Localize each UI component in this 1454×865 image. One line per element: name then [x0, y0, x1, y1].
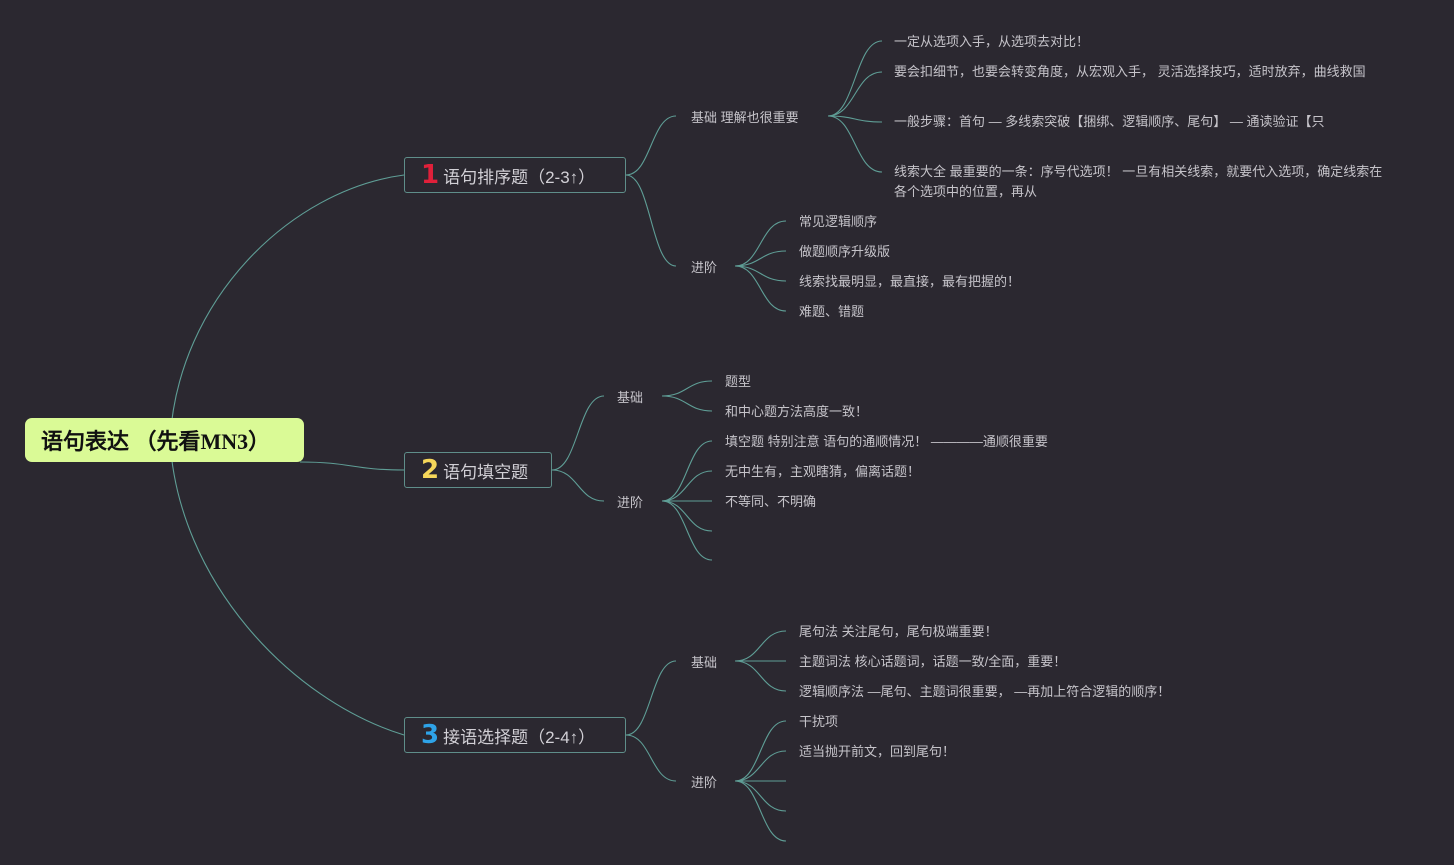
connector-line — [625, 660, 677, 736]
branch-title: 语句排序题（2-3↑） — [443, 167, 596, 187]
connector-line — [551, 469, 605, 502]
leaf-node[interactable]: 无中生有，主观瞎猜，偏离话题！ — [725, 464, 921, 479]
leaf-node[interactable]: 线索大全 最重要的一条：序号代选项！ 一旦有相关线索，就要代入选项，确定线索在各… — [894, 164, 1383, 199]
connector-line — [625, 174, 677, 267]
leaf-node[interactable]: 和中心题方法高度一致！ — [725, 404, 869, 419]
connector-line — [169, 439, 405, 736]
connector-line — [661, 500, 713, 532]
leaf-node[interactable]: 线索找最明显，最直接，最有把握的！ — [799, 274, 1021, 289]
group-label-advanced[interactable]: 进阶 — [617, 495, 644, 510]
number-3-icon: 3 — [421, 720, 440, 750]
group-label-basic[interactable]: 基础 理解也很重要 — [691, 110, 799, 125]
connector-line — [661, 440, 713, 502]
connector-line — [299, 461, 405, 471]
connector-line — [827, 115, 883, 173]
leaf-node[interactable]: 难题、错题 — [799, 304, 865, 319]
connector-line — [827, 115, 883, 123]
branch-node-sentence-fill-in[interactable]: 2 语句填空题 — [404, 452, 552, 488]
connector-line — [661, 380, 713, 397]
leaf-node[interactable]: 干扰项 — [799, 714, 839, 729]
connector-line — [734, 250, 787, 267]
connector-line — [734, 780, 787, 812]
connector-line — [734, 265, 787, 282]
leaf-node[interactable]: 填空题 特别注意 语句的通顺情况！ ————通顺很重要 — [725, 434, 1048, 449]
leaf-node[interactable]: 题型 — [725, 374, 752, 389]
connector-line — [625, 115, 677, 176]
connector-line — [734, 720, 787, 782]
leaf-node[interactable]: 常见逻辑顺序 — [799, 214, 878, 229]
branch-title: 语句填空题 — [443, 462, 529, 482]
connector-line — [661, 395, 713, 412]
group-label-advanced[interactable]: 进阶 — [691, 260, 718, 275]
leaf-node[interactable]: 不等同、不明确 — [725, 494, 817, 509]
leaf-node[interactable]: 适当抛开前文，回到尾句！ — [799, 744, 956, 759]
group-label-advanced[interactable]: 进阶 — [691, 775, 718, 790]
connector-line — [734, 750, 787, 782]
branch-title: 接语选择题（2-4↑） — [443, 727, 596, 747]
root-title: 语句表达 （先看MN3） — [41, 429, 271, 454]
connector-line — [661, 500, 713, 561]
leaf-node[interactable]: 要会扣细节，也要会转变角度，从宏观入手， 灵活选择技巧，适时放弃，曲线救国 — [894, 64, 1366, 79]
connector-line — [734, 220, 787, 267]
leaf-node[interactable]: 一般步骤：首句 — 多线索突破【捆绑、逻辑顺序、尾句】 — 通读验证【只 — [894, 114, 1325, 129]
connector-line — [827, 71, 883, 117]
connector-line — [734, 265, 787, 312]
leaf-node[interactable]: 一定从选项入手，从选项去对比！ — [894, 34, 1090, 49]
connector-line — [734, 780, 787, 842]
connector-line — [734, 660, 787, 692]
leaf-node[interactable]: 做题顺序升级版 — [799, 244, 891, 259]
connector-line — [169, 174, 405, 441]
root-node[interactable]: 语句表达 （先看MN3） — [25, 418, 304, 462]
number-1-icon: 1 — [421, 160, 440, 190]
branch-node-continuation-choice[interactable]: 3 接语选择题（2-4↑） — [404, 717, 626, 753]
leaf-node[interactable]: 尾句法 关注尾句，尾句极端重要！ — [799, 624, 998, 639]
connector-line — [625, 734, 677, 782]
connector-line — [661, 470, 713, 502]
group-label-basic[interactable]: 基础 — [617, 390, 644, 405]
connector-line — [551, 395, 605, 471]
group-label-basic[interactable]: 基础 — [691, 655, 718, 670]
leaf-node[interactable]: 主题词法 核心话题词，话题一致/全面，重要！ — [799, 654, 1067, 669]
leaf-node[interactable]: 逻辑顺序法 —尾句、主题词很重要， —再加上符合逻辑的顺序！ — [799, 684, 1171, 699]
connector-line — [827, 40, 883, 117]
branch-node-sentence-ordering[interactable]: 1 语句排序题（2-3↑） — [404, 157, 626, 193]
connector-line — [734, 630, 787, 662]
number-2-icon: 2 — [421, 455, 440, 485]
